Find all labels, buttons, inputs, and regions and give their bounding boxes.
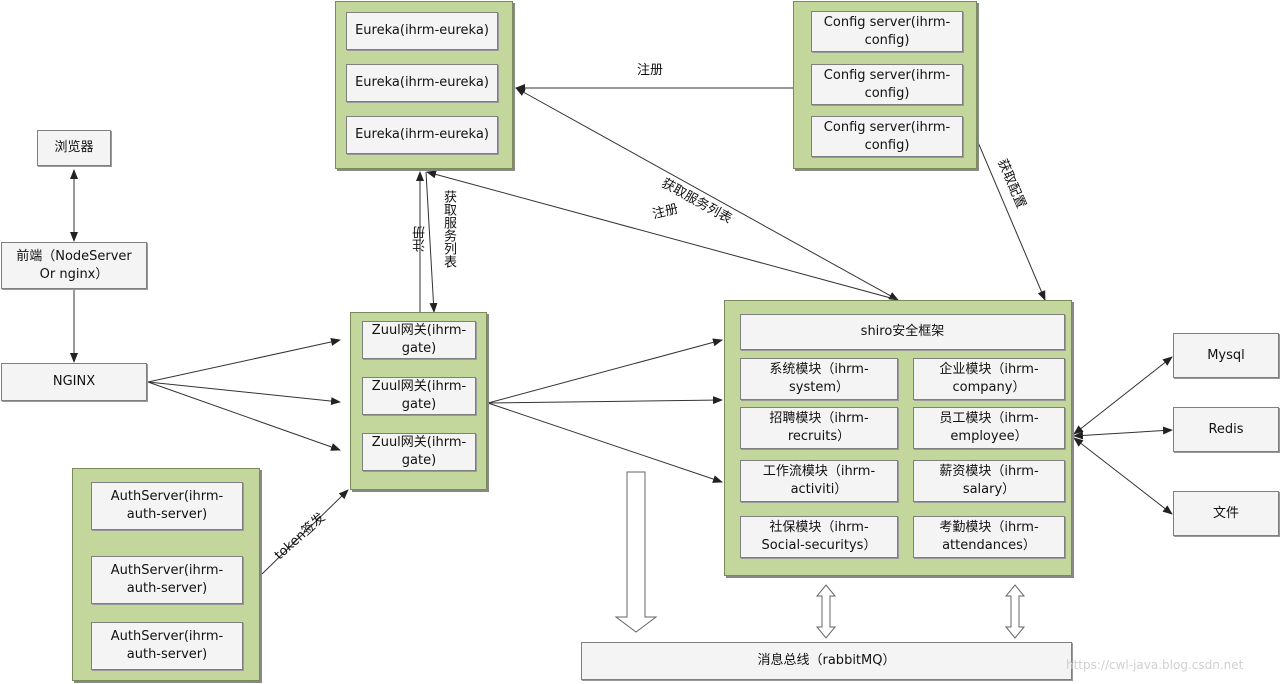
config-node-2[interactable]: Config server(ihrm- config) xyxy=(811,64,963,105)
zuul-services1-arrow xyxy=(487,338,723,404)
config-node-3[interactable]: Config server(ihrm- config) xyxy=(811,116,963,157)
zuul-services2-arrow xyxy=(487,396,723,405)
config-server-cluster: Config server(ihrm- config) Config serve… xyxy=(793,1,977,169)
nginx-zuul1-arrow xyxy=(147,338,341,383)
message-bus[interactable]: 消息总线（rabbitMQ） xyxy=(581,642,1072,680)
eureka-cluster: Eureka(ihrm-eureka) Eureka(ihrm-eureka) … xyxy=(335,1,513,169)
module-system[interactable]: 系统模块（ihrm- system） xyxy=(740,358,898,400)
module-activiti[interactable]: 工作流模块（ihrm- activiti） xyxy=(740,460,898,502)
eureka-node-1[interactable]: Eureka(ihrm-eureka) xyxy=(346,12,498,50)
zuul-services3-arrow xyxy=(487,402,723,483)
eureka-node-3[interactable]: Eureka(ihrm-eureka) xyxy=(346,116,498,154)
services-file-arrow xyxy=(1073,437,1173,515)
mysql-node[interactable]: Mysql xyxy=(1173,333,1279,378)
module-employee[interactable]: 员工模块（ihrm- employee） xyxy=(913,407,1065,449)
nginx-zuul3-arrow xyxy=(147,381,341,451)
config-node-1[interactable]: Config server(ihrm- config) xyxy=(811,11,963,52)
nginx-node[interactable]: NGINX xyxy=(1,363,147,401)
module-company[interactable]: 企业模块（ihrm- company） xyxy=(913,358,1065,400)
services-register-arrow xyxy=(426,170,899,301)
label-zuul-register: 注册 xyxy=(413,226,428,252)
watermark-text: https://cwl-java.blog.csdn.net xyxy=(1066,658,1244,672)
auth-node-1[interactable]: AuthServer(ihrm- auth-server) xyxy=(91,482,243,530)
token-arrow xyxy=(261,489,349,575)
eureka-node-2[interactable]: Eureka(ihrm-eureka) xyxy=(346,64,498,102)
module-attendances[interactable]: 考勤模块（ihrm- attendances） xyxy=(913,516,1065,558)
eureka-to-zuul-arrow xyxy=(425,171,438,313)
file-storage-node[interactable]: 文件 xyxy=(1173,491,1279,536)
eureka-services-list-arrow xyxy=(515,87,899,301)
module-recruits[interactable]: 招聘模块（ihrm- recruits） xyxy=(740,407,898,449)
module-social-securitys[interactable]: 社保模块（ihrm- Social-securitys） xyxy=(740,516,898,558)
nginx-zuul2-arrow xyxy=(147,381,341,406)
mq-double-arrow-left xyxy=(815,584,837,639)
auth-node-3[interactable]: AuthServer(ihrm- auth-server) xyxy=(91,622,243,670)
auth-node-2[interactable]: AuthServer(ihrm- auth-server) xyxy=(91,556,243,604)
zuul-gateway-cluster: Zuul网关(ihrm- gate) Zuul网关(ihrm- gate) Zu… xyxy=(350,312,487,490)
mq-down-block-arrow xyxy=(614,471,658,633)
label-register-config: 注册 xyxy=(637,63,664,78)
auth-server-cluster: AuthServer(ihrm- auth-server) AuthServer… xyxy=(72,468,260,681)
label-zuul-get-service-list: 获取服务列表 xyxy=(441,190,456,268)
services-redis-arrow xyxy=(1073,426,1173,440)
browser-node[interactable]: 浏览器 xyxy=(37,130,111,166)
business-services-cluster: shiro安全框架 系统模块（ihrm- system） 企业模块（ihrm- … xyxy=(724,300,1072,576)
module-salary[interactable]: 薪资模块（ihrm- salary） xyxy=(913,460,1065,502)
services-mysql-arrow xyxy=(1073,356,1173,435)
redis-node[interactable]: Redis xyxy=(1173,407,1279,452)
zuul-node-1[interactable]: Zuul网关(ihrm- gate) xyxy=(362,321,476,359)
zuul-node-3[interactable]: Zuul网关(ihrm- gate) xyxy=(362,433,476,471)
zuul-node-2[interactable]: Zuul网关(ihrm- gate) xyxy=(362,377,476,415)
frontend-node[interactable]: 前端（NodeServer Or nginx） xyxy=(1,242,147,289)
mq-double-arrow-right xyxy=(1004,584,1026,639)
shiro-framework[interactable]: shiro安全框架 xyxy=(740,314,1065,350)
